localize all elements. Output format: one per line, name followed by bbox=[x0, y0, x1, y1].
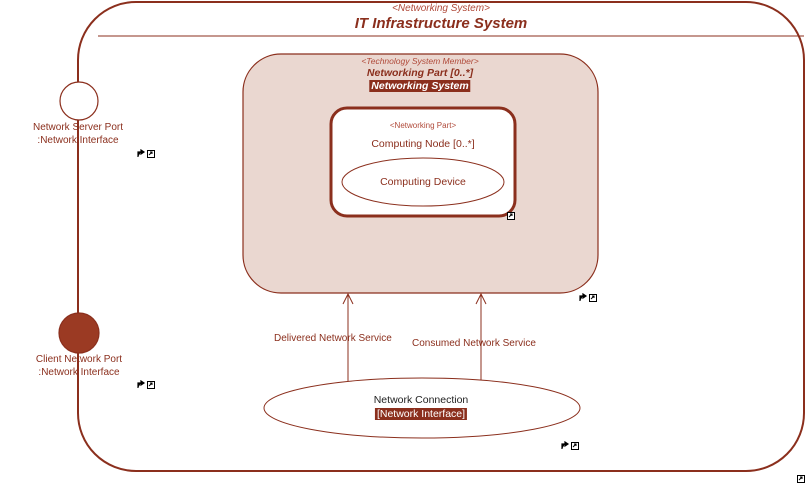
client-network-port-type: :Network Interface bbox=[38, 367, 120, 378]
networking-part-stereotype: <Technology System Member> bbox=[361, 56, 479, 66]
navigate-icon[interactable] bbox=[137, 380, 146, 389]
system-stereotype: <Networking System> bbox=[392, 3, 490, 14]
delivered-service-label: Delivered Network Service bbox=[274, 333, 392, 344]
networking-part-type-text: Networking System bbox=[369, 80, 471, 92]
computing-device-ellipse[interactable] bbox=[341, 157, 505, 207]
network-connection-name: Network Connection bbox=[373, 394, 469, 406]
network-server-port-type: :Network Interface bbox=[37, 135, 119, 146]
link-icon[interactable] bbox=[507, 212, 515, 220]
link-icon[interactable] bbox=[571, 442, 579, 450]
networking-part-type: Networking System bbox=[369, 80, 471, 92]
network-connection-type-text: [Network Interface] bbox=[374, 408, 468, 420]
delivered-arrowhead bbox=[342, 292, 354, 305]
client-network-port[interactable] bbox=[58, 312, 100, 354]
navigate-icon[interactable] bbox=[579, 293, 588, 302]
network-connection-type: [Network Interface] bbox=[374, 408, 468, 420]
computing-node-name: Computing Node [0..*] bbox=[371, 138, 475, 150]
navigate-icon[interactable] bbox=[137, 149, 146, 158]
network-server-port[interactable] bbox=[59, 81, 99, 121]
computing-node-stereotype: <Networking Part> bbox=[389, 121, 457, 130]
system-title: IT Infrastructure System bbox=[354, 15, 528, 32]
link-icon[interactable] bbox=[147, 381, 155, 389]
computing-device-label: Computing Device bbox=[380, 176, 466, 188]
link-icon[interactable] bbox=[589, 294, 597, 302]
networking-part-name: Networking Part [0..*] bbox=[366, 67, 474, 79]
navigate-icon[interactable] bbox=[561, 441, 570, 450]
link-icon[interactable] bbox=[797, 475, 805, 483]
client-network-port-name: Client Network Port bbox=[35, 354, 123, 365]
consumed-service-label: Consumed Network Service bbox=[412, 338, 536, 349]
link-icon[interactable] bbox=[147, 150, 155, 158]
consumed-arrowhead bbox=[475, 292, 487, 305]
network-server-port-name: Network Server Port bbox=[32, 122, 124, 133]
